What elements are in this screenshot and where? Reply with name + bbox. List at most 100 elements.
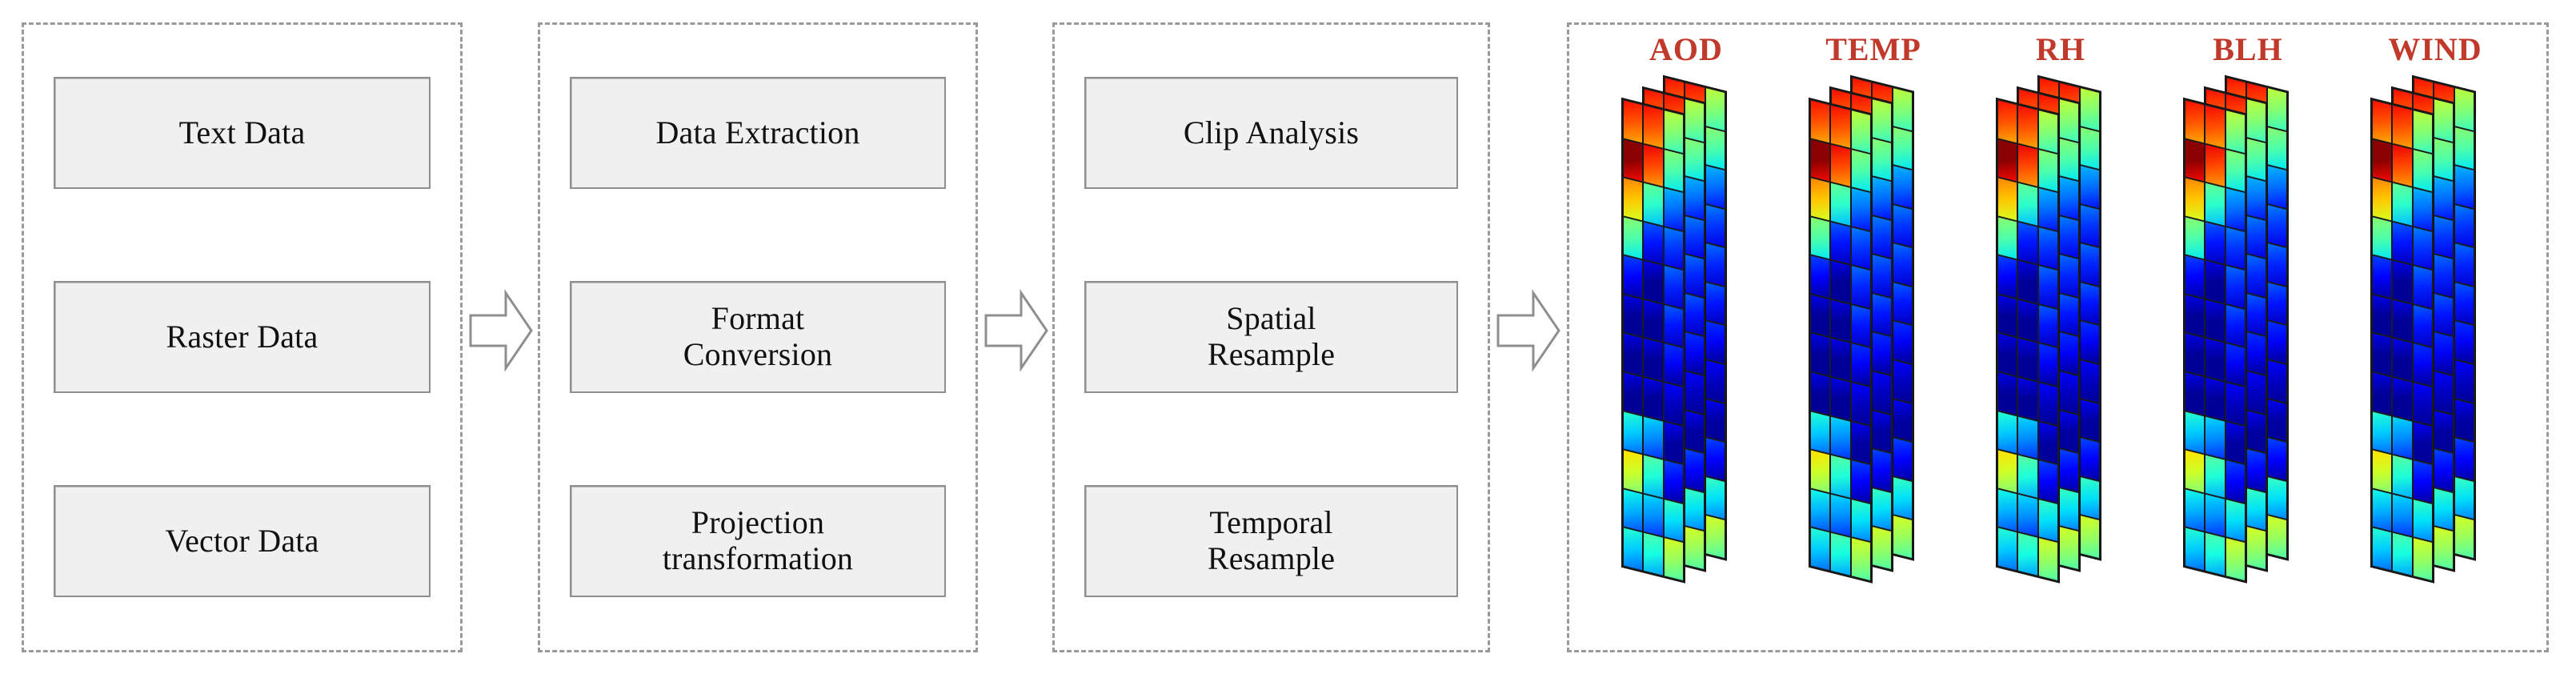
raster-cell <box>2393 533 2412 576</box>
raster-cell <box>2080 360 2099 403</box>
raster-cell <box>1851 460 1870 503</box>
node-spatial-resample[interactable]: Spatial Resample <box>1084 281 1458 393</box>
raster-cell <box>2225 499 2245 542</box>
node-clip-analysis[interactable]: Clip Analysis <box>1084 77 1458 189</box>
raster-cell <box>2454 399 2474 442</box>
node-projection-transformation[interactable]: Projection transformation <box>570 485 946 597</box>
raster-cell <box>1998 450 2017 493</box>
raster-cell <box>1664 343 1683 387</box>
raster-cell <box>1705 476 1725 520</box>
raster-cell <box>2018 416 2037 459</box>
raster-cell <box>1893 204 1912 247</box>
raster-cell <box>1851 110 1870 153</box>
raster-cell <box>2018 105 2037 148</box>
raster-cell <box>1664 227 1683 270</box>
raster-cell <box>1851 305 1870 347</box>
raster-cell <box>1851 149 1870 192</box>
node-text-data[interactable]: Text Data <box>54 77 431 189</box>
raster-cell <box>1644 299 1663 343</box>
raster-cell <box>1811 217 1830 259</box>
raster-sheets <box>2184 76 2312 623</box>
raster-cell <box>2373 217 2392 259</box>
raster-cell <box>1664 499 1683 542</box>
raster-cell <box>1685 371 1704 414</box>
raster-cell <box>2246 138 2266 181</box>
raster-stack-aod[interactable]: AOD <box>1622 30 1750 623</box>
raster-cell <box>2038 305 2057 347</box>
raster-cell <box>1831 339 1850 381</box>
block-arrow-right-icon <box>469 289 533 372</box>
raster-cell <box>1893 283 1912 325</box>
node-format-conversion[interactable]: Format Conversion <box>570 281 946 393</box>
raster-cell <box>1893 516 1912 558</box>
raster-cell <box>2393 377 2412 420</box>
raster-cell <box>1624 217 1643 259</box>
raster-cell <box>2038 460 2057 503</box>
raster-cell <box>2185 372 2205 415</box>
raster-cell <box>2080 399 2099 442</box>
raster-cell <box>1705 204 1725 247</box>
raster-cell <box>2080 283 2099 325</box>
raster-cell <box>2059 527 2078 569</box>
raster-cell <box>2080 516 2099 558</box>
raster-cell <box>2267 399 2286 442</box>
raster-cell <box>2267 516 2286 558</box>
raster-cell <box>2205 261 2225 303</box>
raster-sheet <box>1809 98 1872 583</box>
raster-cell <box>1851 227 1870 270</box>
raster-cell <box>2454 88 2474 130</box>
raster-cell <box>2373 139 2392 182</box>
raster-cell <box>1685 255 1704 297</box>
block-arrow-right-icon <box>984 289 1048 372</box>
arrow-2 <box>984 287 1048 375</box>
raster-cell <box>2373 450 2392 493</box>
raster-cell <box>2185 139 2205 182</box>
raster-cell <box>2018 183 2037 226</box>
raster-cell <box>1831 494 1850 537</box>
raster-cell <box>2246 99 2266 142</box>
raster-cell <box>2434 215 2453 259</box>
raster-cell <box>2373 489 2392 532</box>
node-temporal-resample[interactable]: Temporal Resample <box>1084 485 1458 597</box>
raster-cell <box>2038 343 2057 387</box>
node-vector-data[interactable]: Vector Data <box>54 485 431 597</box>
stage-spatiotemporal-processing: Clip Analysis Spatial Resample Temporal … <box>1084 77 1458 597</box>
raster-cell <box>2059 255 2078 297</box>
stage-preprocessing: Data Extraction Format Conversion Projec… <box>570 77 946 597</box>
raster-cell <box>2018 222 2037 264</box>
raster-stack-rh[interactable]: RH <box>1997 30 2125 623</box>
raster-cell <box>1872 527 1891 569</box>
raster-cell <box>2267 204 2286 247</box>
raster-sheets <box>2371 76 2499 623</box>
node-data-extraction[interactable]: Data Extraction <box>570 77 946 189</box>
raster-cell <box>1624 255 1643 299</box>
raster-cell <box>1811 139 1830 182</box>
raster-stack-temp[interactable]: TEMP <box>1809 30 1937 623</box>
raster-cell <box>1851 499 1870 542</box>
raster-stack-wind[interactable]: WIND <box>2371 30 2499 623</box>
raster-cell <box>2059 332 2078 375</box>
arrow-1 <box>469 287 533 375</box>
raster-cell <box>2393 222 2412 264</box>
raster-cell <box>2246 332 2266 375</box>
raster-cell <box>1872 138 1891 181</box>
raster-cell <box>1685 294 1704 336</box>
raster-cell <box>1851 343 1870 387</box>
raster-cell <box>2038 538 2057 580</box>
raster-cell <box>2434 332 2453 375</box>
raster-stack-label: AOD <box>1649 31 1723 67</box>
raster-cell <box>1705 399 1725 442</box>
raster-cell <box>2205 144 2225 187</box>
raster-cell <box>2059 371 2078 414</box>
raster-cell <box>1831 377 1850 420</box>
raster-cell <box>1831 222 1850 264</box>
raster-stack-blh[interactable]: BLH <box>2184 30 2312 623</box>
raster-cell <box>2185 333 2205 376</box>
block-arrow-right-icon <box>1496 289 1560 372</box>
node-raster-data[interactable]: Raster Data <box>54 281 431 393</box>
raster-cell <box>2038 266 2057 308</box>
raster-cell <box>1811 100 1830 142</box>
raster-cell <box>1664 188 1683 231</box>
raster-cell <box>2434 138 2453 181</box>
raster-cell <box>1664 110 1683 153</box>
